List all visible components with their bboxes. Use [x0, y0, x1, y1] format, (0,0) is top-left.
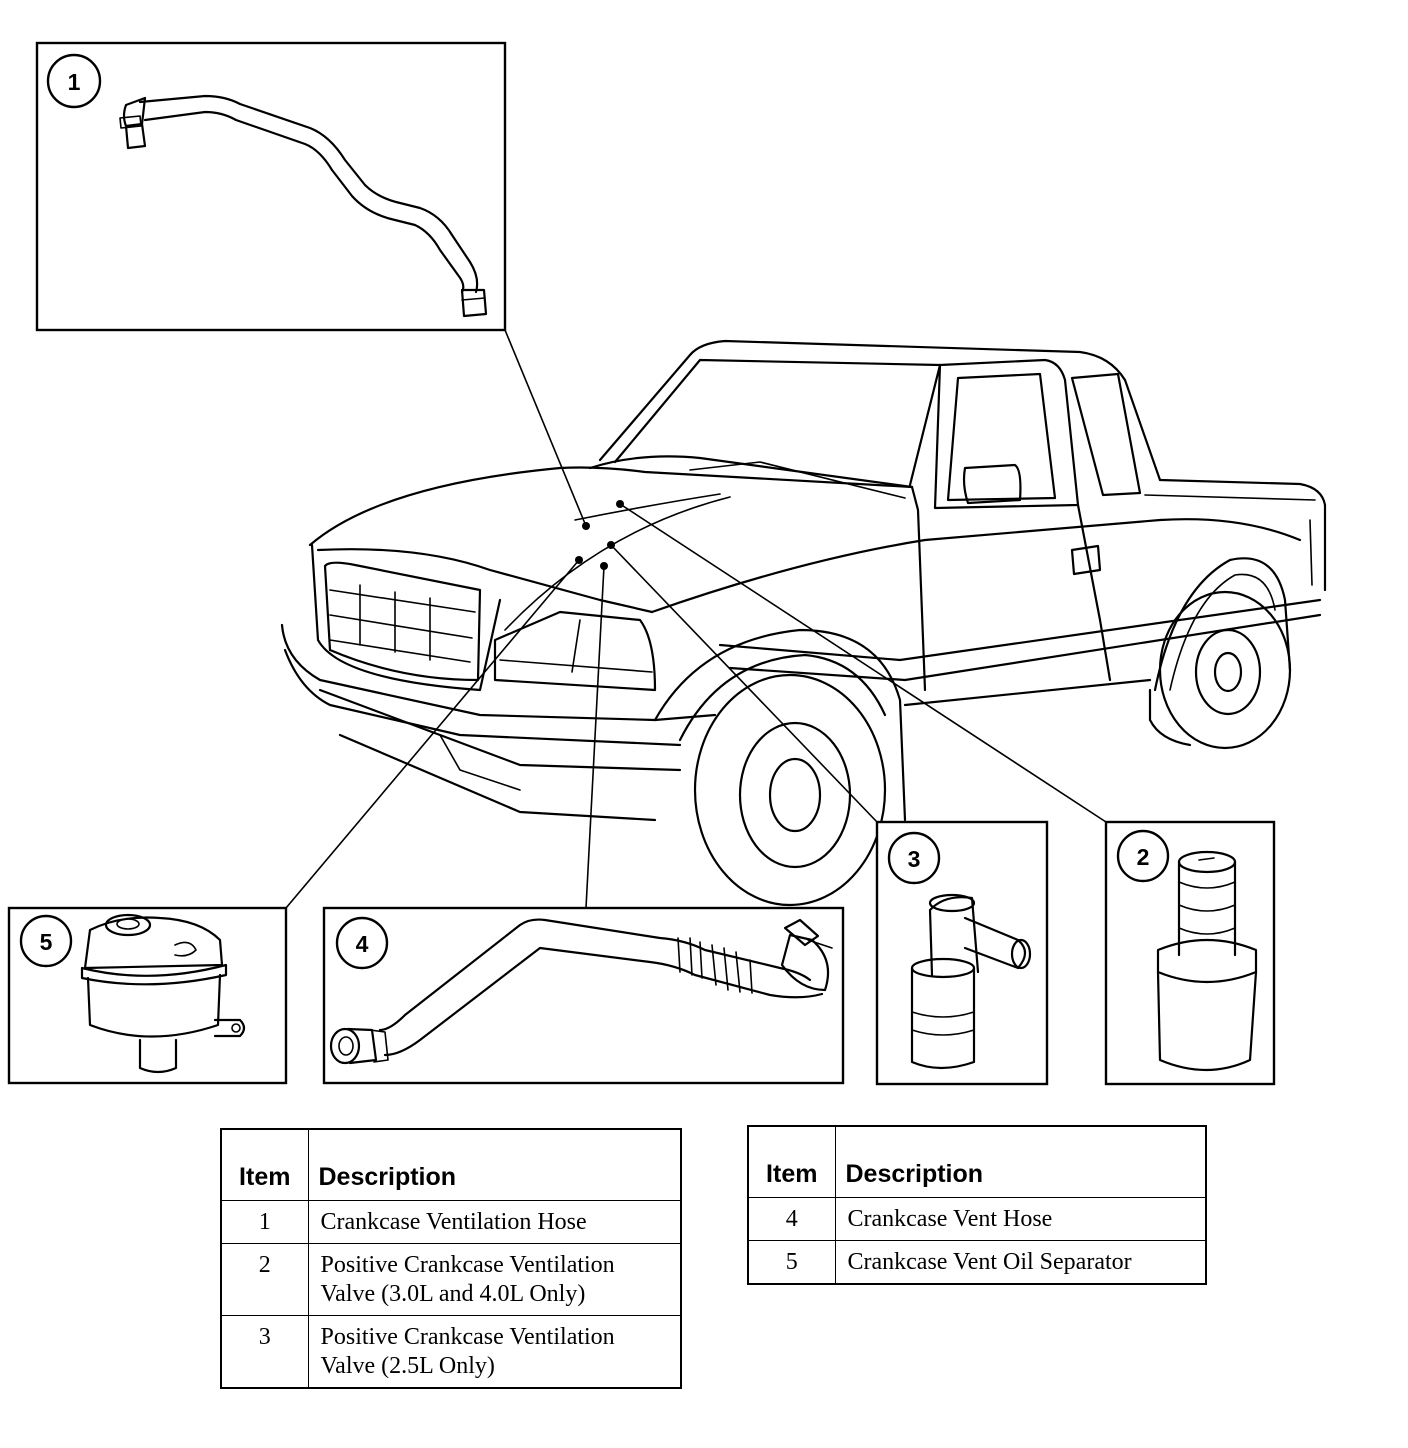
item-description: Crankcase Ventilation Hose — [307, 1200, 682, 1244]
table-row: 3 Positive Crankcase Ventilation Valve (… — [220, 1315, 682, 1389]
table-row: 1 Crankcase Ventilation Hose — [220, 1200, 682, 1244]
item-number: 3 — [220, 1315, 309, 1389]
callout-4-label: 4 — [356, 931, 369, 957]
item-description: Positive Crankcase Ventilation Valve (3.… — [307, 1243, 682, 1316]
item-number: 1 — [220, 1200, 309, 1244]
description-column-header: Description — [834, 1125, 1207, 1198]
item-description: Crankcase Vent Hose — [834, 1197, 1207, 1241]
table-row: 5 Crankcase Vent Oil Separator — [747, 1240, 1207, 1285]
callout-4: 4 — [335, 916, 389, 970]
item-number: 4 — [747, 1197, 836, 1241]
leader-lines — [285, 329, 1107, 909]
item-number: 2 — [220, 1243, 309, 1316]
legend-header-row: Item Description — [220, 1128, 682, 1201]
pickup-truck-illustration — [280, 339, 1327, 907]
item-column-header: Item — [747, 1125, 836, 1198]
description-column-header: Description — [307, 1128, 682, 1201]
callout-5: 5 — [19, 914, 73, 968]
item-description: Positive Crankcase Ventilation Valve (2.… — [307, 1315, 682, 1389]
callout-2-label: 2 — [1137, 844, 1150, 870]
table-row: 4 Crankcase Vent Hose — [747, 1197, 1207, 1241]
item-number: 5 — [747, 1240, 836, 1285]
table-row: 2 Positive Crankcase Ventilation Valve (… — [220, 1243, 682, 1316]
callout-2: 2 — [1116, 829, 1170, 883]
legend-table-left: Item Description 1 Crankcase Ventilation… — [220, 1128, 682, 1389]
detail-box-4 — [322, 906, 845, 1085]
callout-3-label: 3 — [908, 846, 921, 872]
callout-1: 1 — [46, 53, 102, 109]
legend-table-right: Item Description 4 Crankcase Vent Hose 5… — [747, 1125, 1207, 1285]
callout-5-label: 5 — [40, 929, 53, 955]
item-column-header: Item — [220, 1128, 309, 1201]
detail-box-3 — [875, 820, 1049, 1086]
legend-header-row: Item Description — [747, 1125, 1207, 1198]
detail-box-1 — [35, 41, 507, 332]
callout-1-label: 1 — [68, 69, 81, 95]
callout-3: 3 — [887, 831, 941, 885]
item-description: Crankcase Vent Oil Separator — [834, 1240, 1207, 1285]
